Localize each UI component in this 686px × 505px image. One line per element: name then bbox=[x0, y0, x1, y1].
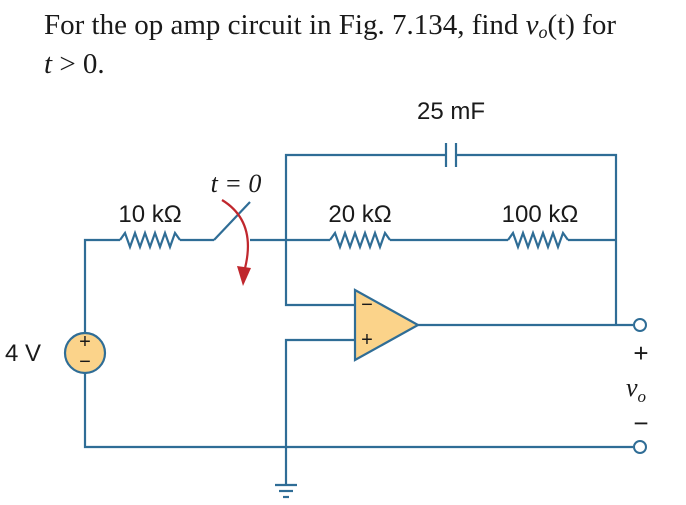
problem-line-2: t > 0. bbox=[44, 45, 680, 84]
capacitor-icon bbox=[444, 143, 458, 167]
source-label: 4 V bbox=[5, 340, 41, 367]
opamp-minus-sign: − bbox=[361, 294, 373, 316]
resistor-100k bbox=[507, 229, 569, 251]
wire-inverting-input bbox=[284, 240, 355, 307]
problem-var-sub: o bbox=[538, 22, 548, 42]
problem-text-c: > 0. bbox=[52, 48, 105, 80]
wires bbox=[83, 153, 633, 485]
switch-arrow-icon bbox=[221, 199, 251, 286]
problem-statement: For the op amp circuit in Fig. 7.134, fi… bbox=[44, 6, 680, 84]
output-terminal-bottom bbox=[633, 440, 647, 454]
switch-icon bbox=[213, 201, 251, 241]
output-terminal-top bbox=[633, 318, 647, 332]
problem-var-v: v bbox=[525, 9, 539, 41]
output-var-label: vo bbox=[626, 373, 646, 406]
wire-bottom-return bbox=[83, 372, 633, 449]
problem-text-b: for bbox=[574, 9, 616, 41]
opamp-icon: − + bbox=[353, 288, 421, 362]
resistor-20k bbox=[329, 229, 391, 251]
wire-noninverting-input bbox=[284, 338, 355, 485]
r2-label: 20 kΩ bbox=[328, 201, 391, 228]
cap-label: 25 mF bbox=[417, 98, 485, 125]
r3-label: 100 kΩ bbox=[502, 201, 579, 228]
wire-cap-left bbox=[284, 153, 446, 240]
r1-label: 10 kΩ bbox=[118, 201, 181, 228]
output-plus-label: + bbox=[633, 338, 648, 368]
problem-line-1: For the op amp circuit in Fig. 7.134, fi… bbox=[44, 6, 680, 45]
problem-var-arg: (t) bbox=[547, 9, 575, 41]
problem-var-t: t bbox=[44, 48, 53, 80]
wire-left-top bbox=[83, 238, 120, 333]
opamp-plus-sign: + bbox=[361, 329, 373, 351]
source-plus-sign: + bbox=[79, 331, 91, 353]
voltage-source-icon: + − bbox=[63, 331, 107, 375]
source-minus-sign: − bbox=[79, 351, 91, 373]
ground-icon bbox=[275, 483, 297, 499]
output-minus-label: − bbox=[633, 408, 648, 438]
resistor-10k bbox=[119, 229, 181, 251]
switch-label: t = 0 bbox=[211, 169, 262, 198]
wire-cap-right bbox=[456, 153, 618, 325]
problem-text-a: For the op amp circuit in Fig. 7.134, fi… bbox=[44, 9, 526, 41]
